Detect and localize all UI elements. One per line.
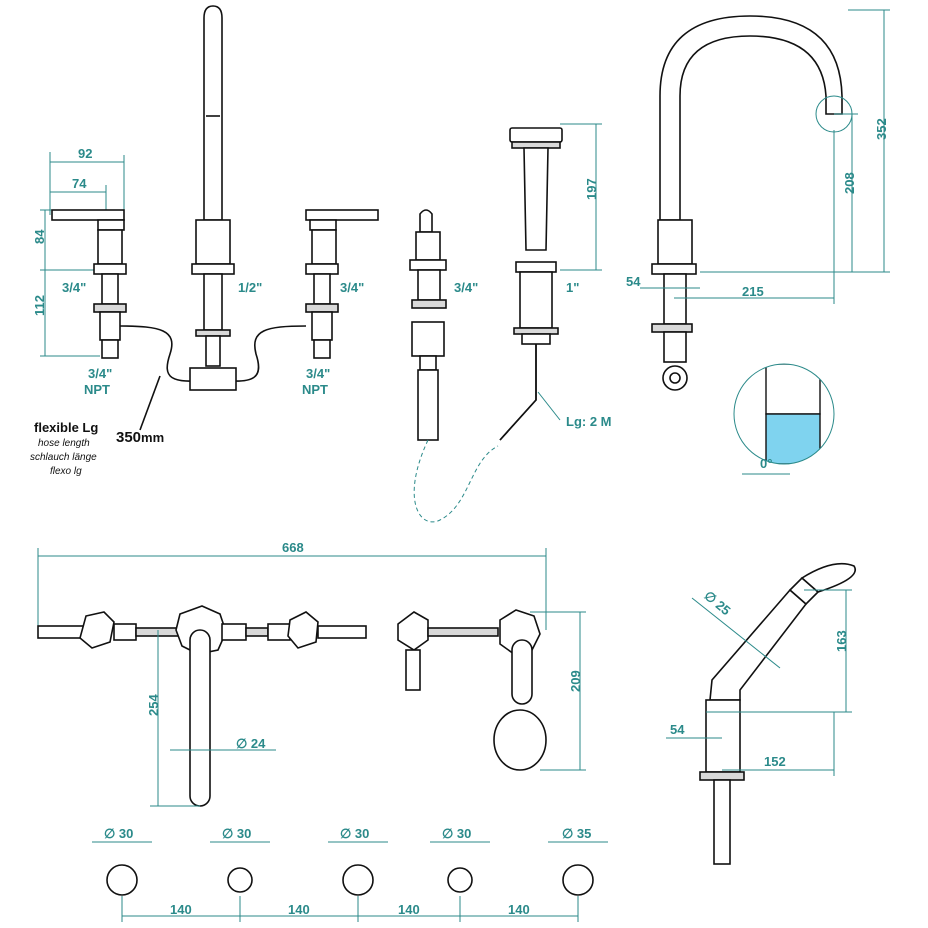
npt-right: 3/4" bbox=[306, 366, 330, 381]
dim-668: 668 bbox=[282, 540, 304, 555]
hole-dia-5: ∅ 35 bbox=[562, 826, 591, 841]
front-view: 92 74 84 112 bbox=[30, 5, 379, 477]
dim-209: 209 bbox=[568, 670, 583, 692]
hole-spacing-2: 140 bbox=[288, 902, 310, 917]
dim-74: 74 bbox=[72, 176, 87, 191]
dim-215: 215 bbox=[742, 284, 764, 299]
dim-152: 152 bbox=[764, 754, 786, 769]
dia-25: ∅ 25 bbox=[701, 588, 733, 618]
dim-352: 352 bbox=[874, 118, 889, 140]
hole-dia-2: ∅ 30 bbox=[222, 826, 251, 841]
dim-54-spout: 54 bbox=[626, 274, 641, 289]
spout-view: 352 208 54 215 bbox=[626, 9, 890, 391]
hose-length-unit: mm bbox=[141, 430, 164, 445]
hose-label: Lg: 2 M bbox=[566, 414, 612, 429]
hole-dia-3: ∅ 30 bbox=[340, 826, 369, 841]
dim-208: 208 bbox=[842, 172, 857, 194]
npt-left: 3/4" bbox=[88, 366, 112, 381]
dim-54-detail: 54 bbox=[670, 722, 685, 737]
angle-0: 0° bbox=[760, 456, 772, 471]
npt-right-sub: NPT bbox=[302, 382, 328, 397]
hose-de: schlauch länge bbox=[30, 452, 97, 463]
dia-24: ∅ 24 bbox=[236, 736, 266, 751]
aerator-detail: 0° bbox=[733, 363, 835, 475]
hose-fr: flexo lg bbox=[50, 466, 82, 477]
hole-spacing-1: 140 bbox=[170, 902, 192, 917]
dim-254: 254 bbox=[146, 694, 161, 716]
dim-112: 112 bbox=[32, 295, 47, 316]
dim-197: 197 bbox=[584, 178, 599, 200]
handshower-view: 197 1" Lg: 2 M bbox=[499, 123, 612, 441]
thread-left: 3/4" bbox=[62, 280, 86, 295]
npt-left-sub: NPT bbox=[84, 382, 110, 397]
hole-spacing-3: 140 bbox=[398, 902, 420, 917]
hole-spacing-4: 140 bbox=[508, 902, 530, 917]
mounting-holes: ∅ 30 ∅ 30 ∅ 30 ∅ 30 ∅ 35 140 140 140 140 bbox=[92, 826, 608, 922]
thread-center: 1/2" bbox=[238, 280, 262, 295]
hose-length-value: 350 bbox=[116, 429, 141, 446]
diverter-thread: 3/4" bbox=[454, 280, 478, 295]
thread-right: 3/4" bbox=[340, 280, 364, 295]
diverter-view: 3/4" bbox=[409, 209, 499, 523]
dim-84: 84 bbox=[32, 229, 47, 244]
dim-92: 92 bbox=[78, 146, 92, 161]
hole-dia-4: ∅ 30 bbox=[442, 826, 471, 841]
handshower-detail: ∅ 25 163 54 152 bbox=[666, 562, 856, 865]
top-view: 668 254 209 ∅ 24 bbox=[37, 540, 586, 807]
hole-dia-1: ∅ 30 bbox=[104, 826, 133, 841]
dim-163: 163 bbox=[834, 630, 849, 652]
hose-title: flexible Lg bbox=[34, 420, 98, 435]
handshower-thread: 1" bbox=[566, 280, 579, 295]
hose-length: 350mm bbox=[116, 429, 164, 446]
hose-en: hose length bbox=[38, 438, 90, 449]
